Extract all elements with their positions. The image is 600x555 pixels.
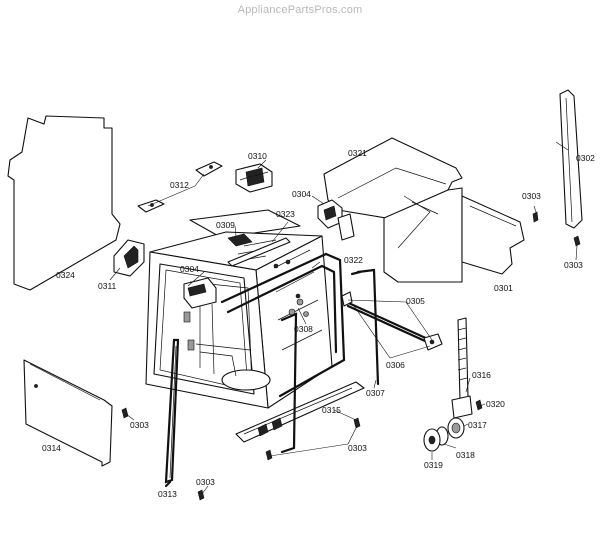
part-0304-right-bracket[interactable] [317, 199, 355, 241]
label-0305: 0305 [406, 296, 425, 306]
label-0304-lower: 0304 [180, 264, 199, 274]
dishwasher-tub[interactable] [145, 209, 333, 409]
label-0314: 0314 [42, 443, 61, 453]
label-0321: 0321 [348, 148, 367, 158]
label-0315: 0315 [322, 405, 341, 415]
label-0303-left: 0303 [130, 420, 149, 430]
watermark-text: AppliancePartsPros.com [237, 4, 363, 16]
label-0320: 0320 [486, 399, 505, 409]
part-0302-strip[interactable] [559, 89, 583, 229]
part-0312-hinges[interactable] [137, 161, 223, 213]
part-0311-bracket[interactable] [113, 239, 145, 277]
label-0306: 0306 [386, 360, 405, 370]
screw-0303-right-upper[interactable] [532, 211, 539, 223]
part-0307-rail[interactable] [350, 268, 380, 386]
label-0318: 0318 [456, 450, 475, 460]
part-0308-clips[interactable] [288, 298, 309, 317]
part-0322-lower-gasket[interactable] [280, 312, 298, 454]
label-0304-upper: 0304 [292, 189, 311, 199]
part-0310-bracket[interactable] [235, 163, 273, 193]
screw-0303-bottom[interactable] [265, 417, 361, 461]
label-0307: 0307 [366, 388, 385, 398]
label-0316: 0316 [472, 370, 491, 380]
label-0323: 0323 [276, 209, 295, 219]
label-0317: 0317 [468, 420, 487, 430]
label-0302: 0302 [576, 153, 595, 163]
label-0319: 0319 [424, 460, 443, 470]
screw-0303-right-lower[interactable] [573, 235, 581, 247]
label-0313: 0313 [158, 489, 177, 499]
label-0312: 0312 [170, 180, 189, 190]
part-0301-side-panel[interactable] [383, 187, 525, 283]
leader-lines [109, 141, 578, 495]
part-0319-cap[interactable] [423, 428, 441, 452]
screw-0303-left[interactable] [121, 407, 129, 419]
part-0315-kick-plate[interactable] [235, 381, 365, 443]
label-0324: 0324 [56, 270, 75, 280]
label-0309: 0309 [216, 220, 235, 230]
screw-0303-lowest[interactable] [197, 489, 205, 501]
part-labels: 0302 0321 0310 0312 0304 0303 0323 0309 … [42, 148, 595, 499]
part-0317-pump[interactable] [447, 417, 465, 439]
label-0322: 0322 [344, 255, 363, 265]
label-0311: 0311 [98, 281, 117, 291]
label-0310: 0310 [248, 151, 267, 161]
label-0303-right-upper: 0303 [522, 191, 541, 201]
part-0313-trim[interactable] [164, 338, 180, 488]
label-0308: 0308 [294, 324, 313, 334]
part-0314-panel[interactable] [23, 359, 113, 467]
part-0316-hose[interactable] [451, 317, 473, 419]
label-0303-right-lower: 0303 [564, 260, 583, 270]
part-0305-spray-arm[interactable] [340, 291, 443, 351]
label-0303-bottom: 0303 [348, 443, 367, 453]
label-0303-lowest: 0303 [196, 477, 215, 487]
part-0324-insulation[interactable] [7, 115, 121, 291]
part-0322-gasket[interactable] [220, 252, 346, 398]
label-0301: 0301 [494, 283, 513, 293]
part-0320-screw[interactable] [475, 399, 483, 411]
